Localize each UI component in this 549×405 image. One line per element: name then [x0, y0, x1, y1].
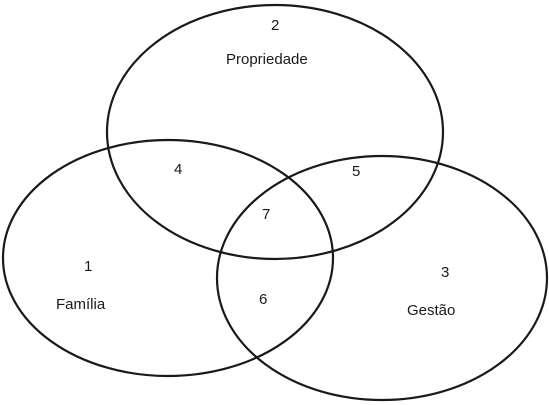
region-1-number: 1	[84, 258, 93, 275]
region-3-number: 3	[441, 264, 450, 281]
propriedade-label: Propriedade	[226, 51, 308, 68]
familia-label: Família	[56, 296, 106, 313]
region-6-number: 6	[259, 291, 268, 308]
circle-familia	[1, 138, 335, 378]
region-5-number: 5	[352, 163, 361, 180]
gestao-label: Gestão	[407, 302, 456, 319]
circle-gestao	[215, 154, 549, 402]
circle-propriedade	[105, 3, 445, 261]
region-7-number: 7	[262, 206, 271, 223]
region-4-number: 4	[174, 161, 183, 178]
region-2-number: 2	[271, 17, 280, 34]
